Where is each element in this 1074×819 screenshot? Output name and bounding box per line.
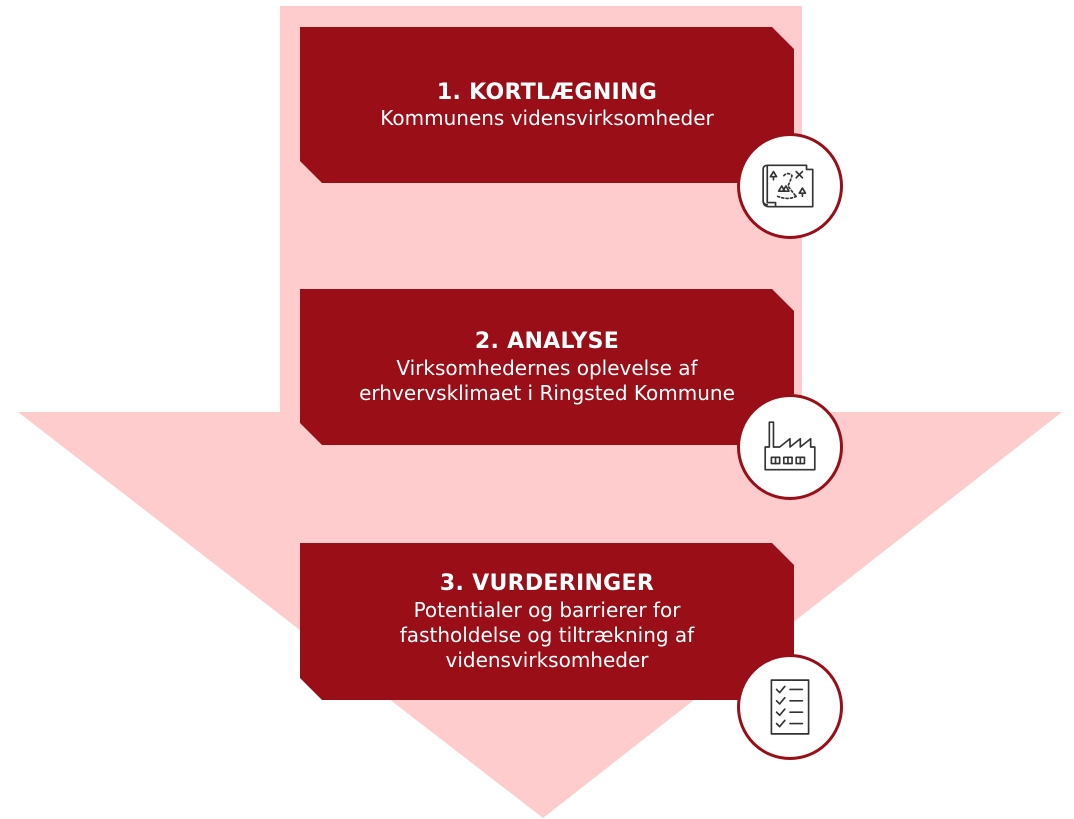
treasure-map-icon [737,133,843,239]
step-2-title: 2. ANALYSE [474,329,620,355]
step-1-title: 1. KORTLÆGNING [436,79,658,105]
step-3-description-line-1: Potentialer og barrierer for [413,597,681,622]
step-2-box: 2. ANALYSE Virksomhedernes oplevelse af … [300,289,794,445]
step-1-box: 1. KORTLÆGNING Kommunens vidensvirksomhe… [300,27,794,183]
step-2-description-line-1: Virksomhedernes oplevelse af [396,355,698,380]
step-2-description-line-2: erhvervsklimaet i Ringsted Kommune [359,380,735,405]
factory-icon [737,394,843,500]
step-1-description: Kommunens vidensvirksomheder [380,106,714,131]
step-3-description-line-3: vidensvirksomheder [445,647,649,672]
step-3-box: 3. VURDERINGER Potentialer og barrierer … [300,543,794,700]
step-3-description-line-2: fastholdelse og tiltrækning af [399,622,695,647]
checklist-icon [737,654,843,760]
step-3-title: 3. VURDERINGER [439,571,655,597]
